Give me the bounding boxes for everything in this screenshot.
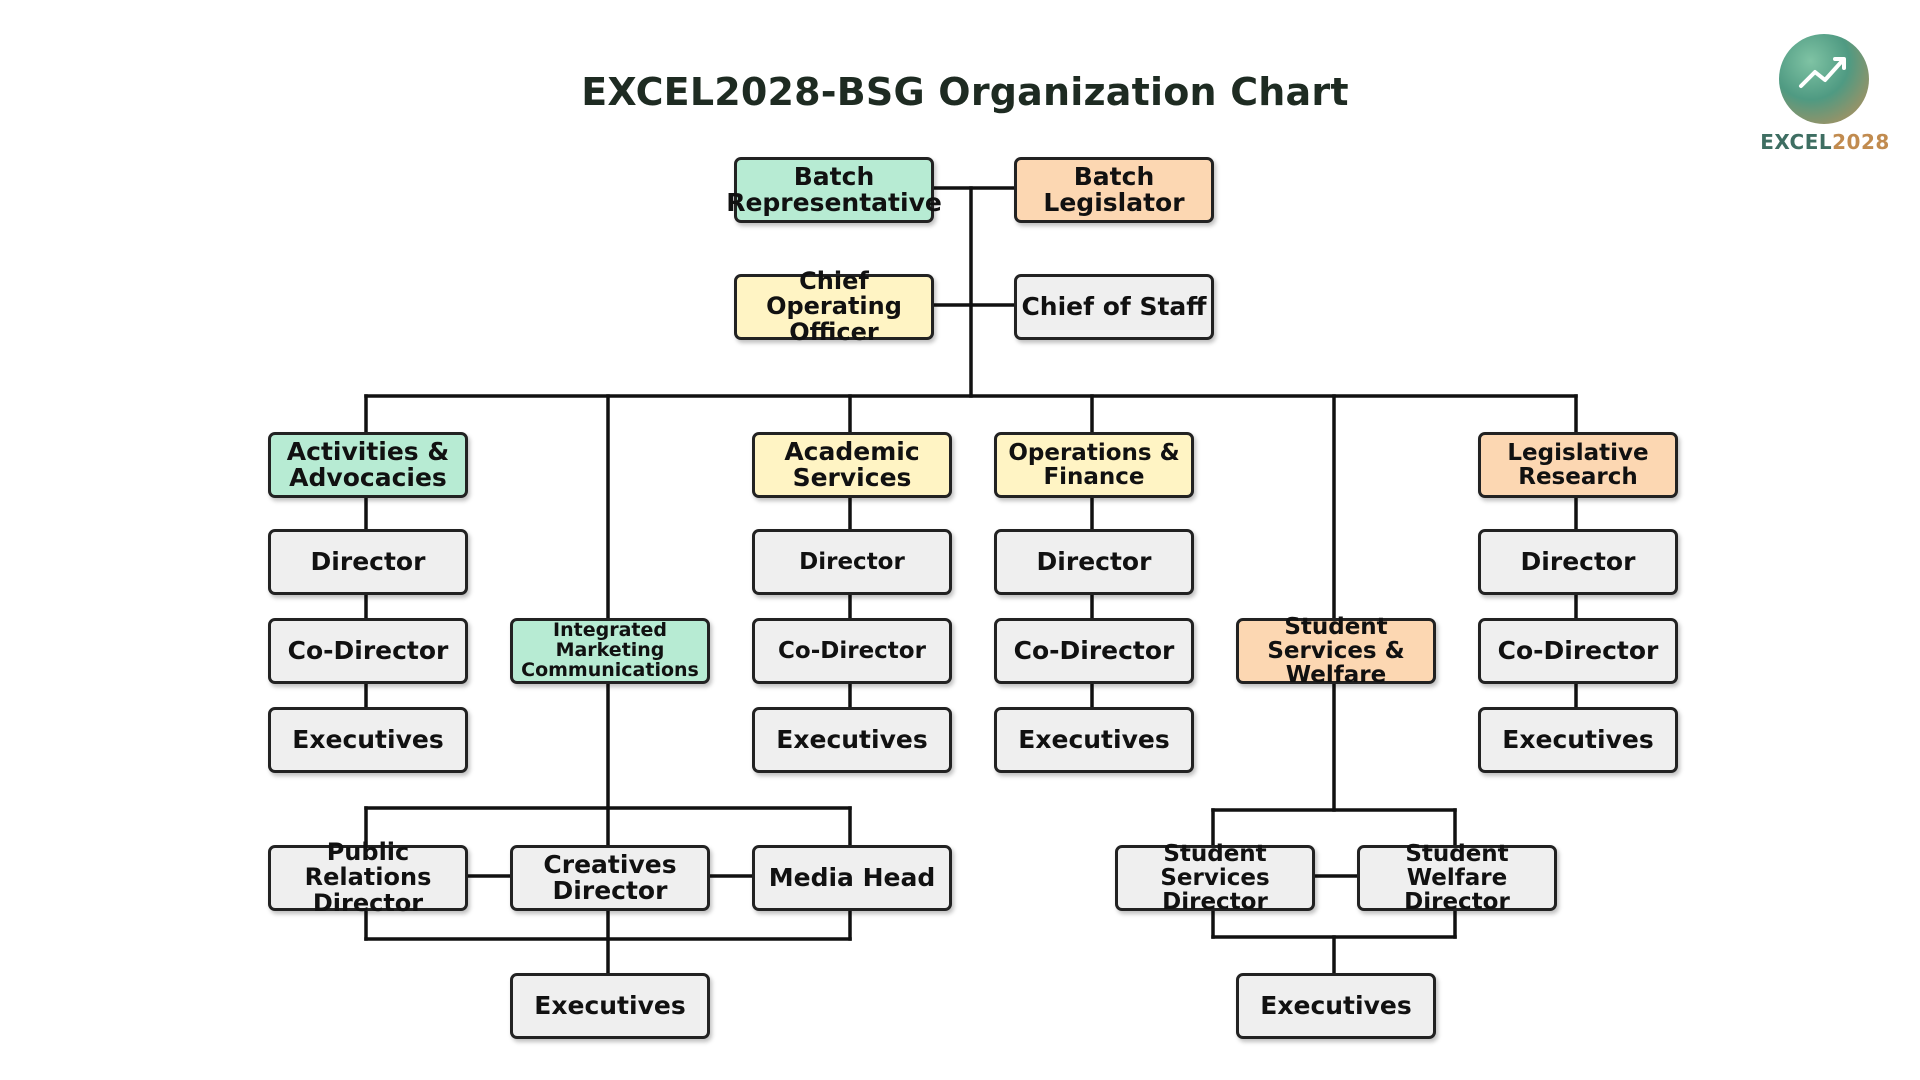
node-batch-legislator: Batch Legislator [1014, 157, 1214, 223]
node-label: Director [1036, 546, 1152, 576]
node-student-services-welfare: Student Services & Welfare [1236, 613, 1436, 689]
node-academic-co-director: Co-Director [752, 618, 952, 684]
node-activities-director: Director [268, 529, 468, 595]
node-label: Director [799, 548, 905, 575]
node-label: Chief Operating Officer [766, 267, 902, 346]
node-student-services-director: Student Services Director [1115, 840, 1315, 916]
node-label: Co-Director [778, 637, 926, 664]
node-label: Legislative Research [1507, 439, 1649, 490]
trend-arrow-icon [1799, 57, 1846, 88]
node-label: Operations & Finance [1008, 439, 1180, 490]
node-label: Director [310, 546, 426, 576]
node-academic-executives: Executives [752, 707, 952, 773]
node-label: Executives [776, 724, 928, 754]
node-operations-executives: Executives [994, 707, 1194, 773]
node-label: Activities & Advocacies [286, 436, 450, 492]
node-activities-advocacies: Activities & Advocacies [268, 432, 468, 498]
node-legislative-research: Legislative Research [1478, 432, 1678, 498]
logo-emblem [1779, 34, 1869, 124]
node-activities-executives: Executives [268, 707, 468, 773]
node-label: Student Services Director [1160, 840, 1270, 916]
node-academic-director: Director [752, 529, 952, 595]
node-label: Co-Director [287, 635, 449, 665]
node-label: Executives [292, 724, 444, 754]
node-label: Student Services & Welfare [1267, 613, 1405, 689]
node-label: Executives [1260, 990, 1412, 1020]
node-operations-co-director: Co-Director [994, 618, 1194, 684]
node-label: Media Head [768, 862, 936, 892]
node-label: Executives [534, 990, 686, 1020]
node-label: Student Welfare Director [1404, 840, 1510, 916]
node-student-welfare-director: Student Welfare Director [1357, 840, 1557, 916]
node-legislative-director: Director [1478, 529, 1678, 595]
node-imc-executives: Executives [510, 973, 710, 1039]
node-label: Creatives Director [543, 849, 677, 905]
logo-wordmark: EXCEL2028 [1760, 130, 1890, 154]
node-public-relations-director: Public Relations Director [268, 840, 468, 915]
chart-title: EXCEL2028-BSG Organization Chart [581, 70, 1349, 114]
node-legislative-co-director: Co-Director [1478, 618, 1678, 684]
node-chief-of-staff: Chief of Staff [1014, 274, 1214, 340]
node-operations-finance: Operations & Finance [994, 432, 1194, 498]
logo-year: 2028 [1832, 130, 1890, 154]
node-label: Co-Director [1497, 635, 1659, 665]
node-legislative-executives: Executives [1478, 707, 1678, 773]
node-label: Integrated Marketing Communications [521, 619, 699, 681]
node-label: Chief of Staff [1021, 291, 1207, 321]
node-activities-co-director: Co-Director [268, 618, 468, 684]
excel2028-logo: EXCEL2028 [1760, 34, 1890, 164]
node-academic-services: Academic Services [752, 432, 952, 498]
node-operations-director: Director [994, 529, 1194, 595]
node-label: Batch Representative [726, 161, 942, 217]
node-label: Batch Legislator [1043, 161, 1185, 217]
node-label: Executives [1018, 724, 1170, 754]
node-label: Executives [1502, 724, 1654, 754]
logo-word: EXCEL [1760, 130, 1833, 154]
node-creatives-director: Creatives Director [510, 845, 710, 911]
node-label: Director [1520, 546, 1636, 576]
node-chief-operating-officer: Chief Operating Officer [734, 269, 934, 344]
node-label: Academic Services [784, 436, 920, 492]
node-media-head: Media Head [752, 845, 952, 911]
node-label: Public Relations Director [304, 838, 432, 917]
node-label: Co-Director [1013, 635, 1175, 665]
node-ssw-executives: Executives [1236, 973, 1436, 1039]
node-batch-representative: Batch Representative [726, 157, 942, 223]
node-integrated-marketing-communications: Integrated Marketing Communications [510, 618, 710, 684]
